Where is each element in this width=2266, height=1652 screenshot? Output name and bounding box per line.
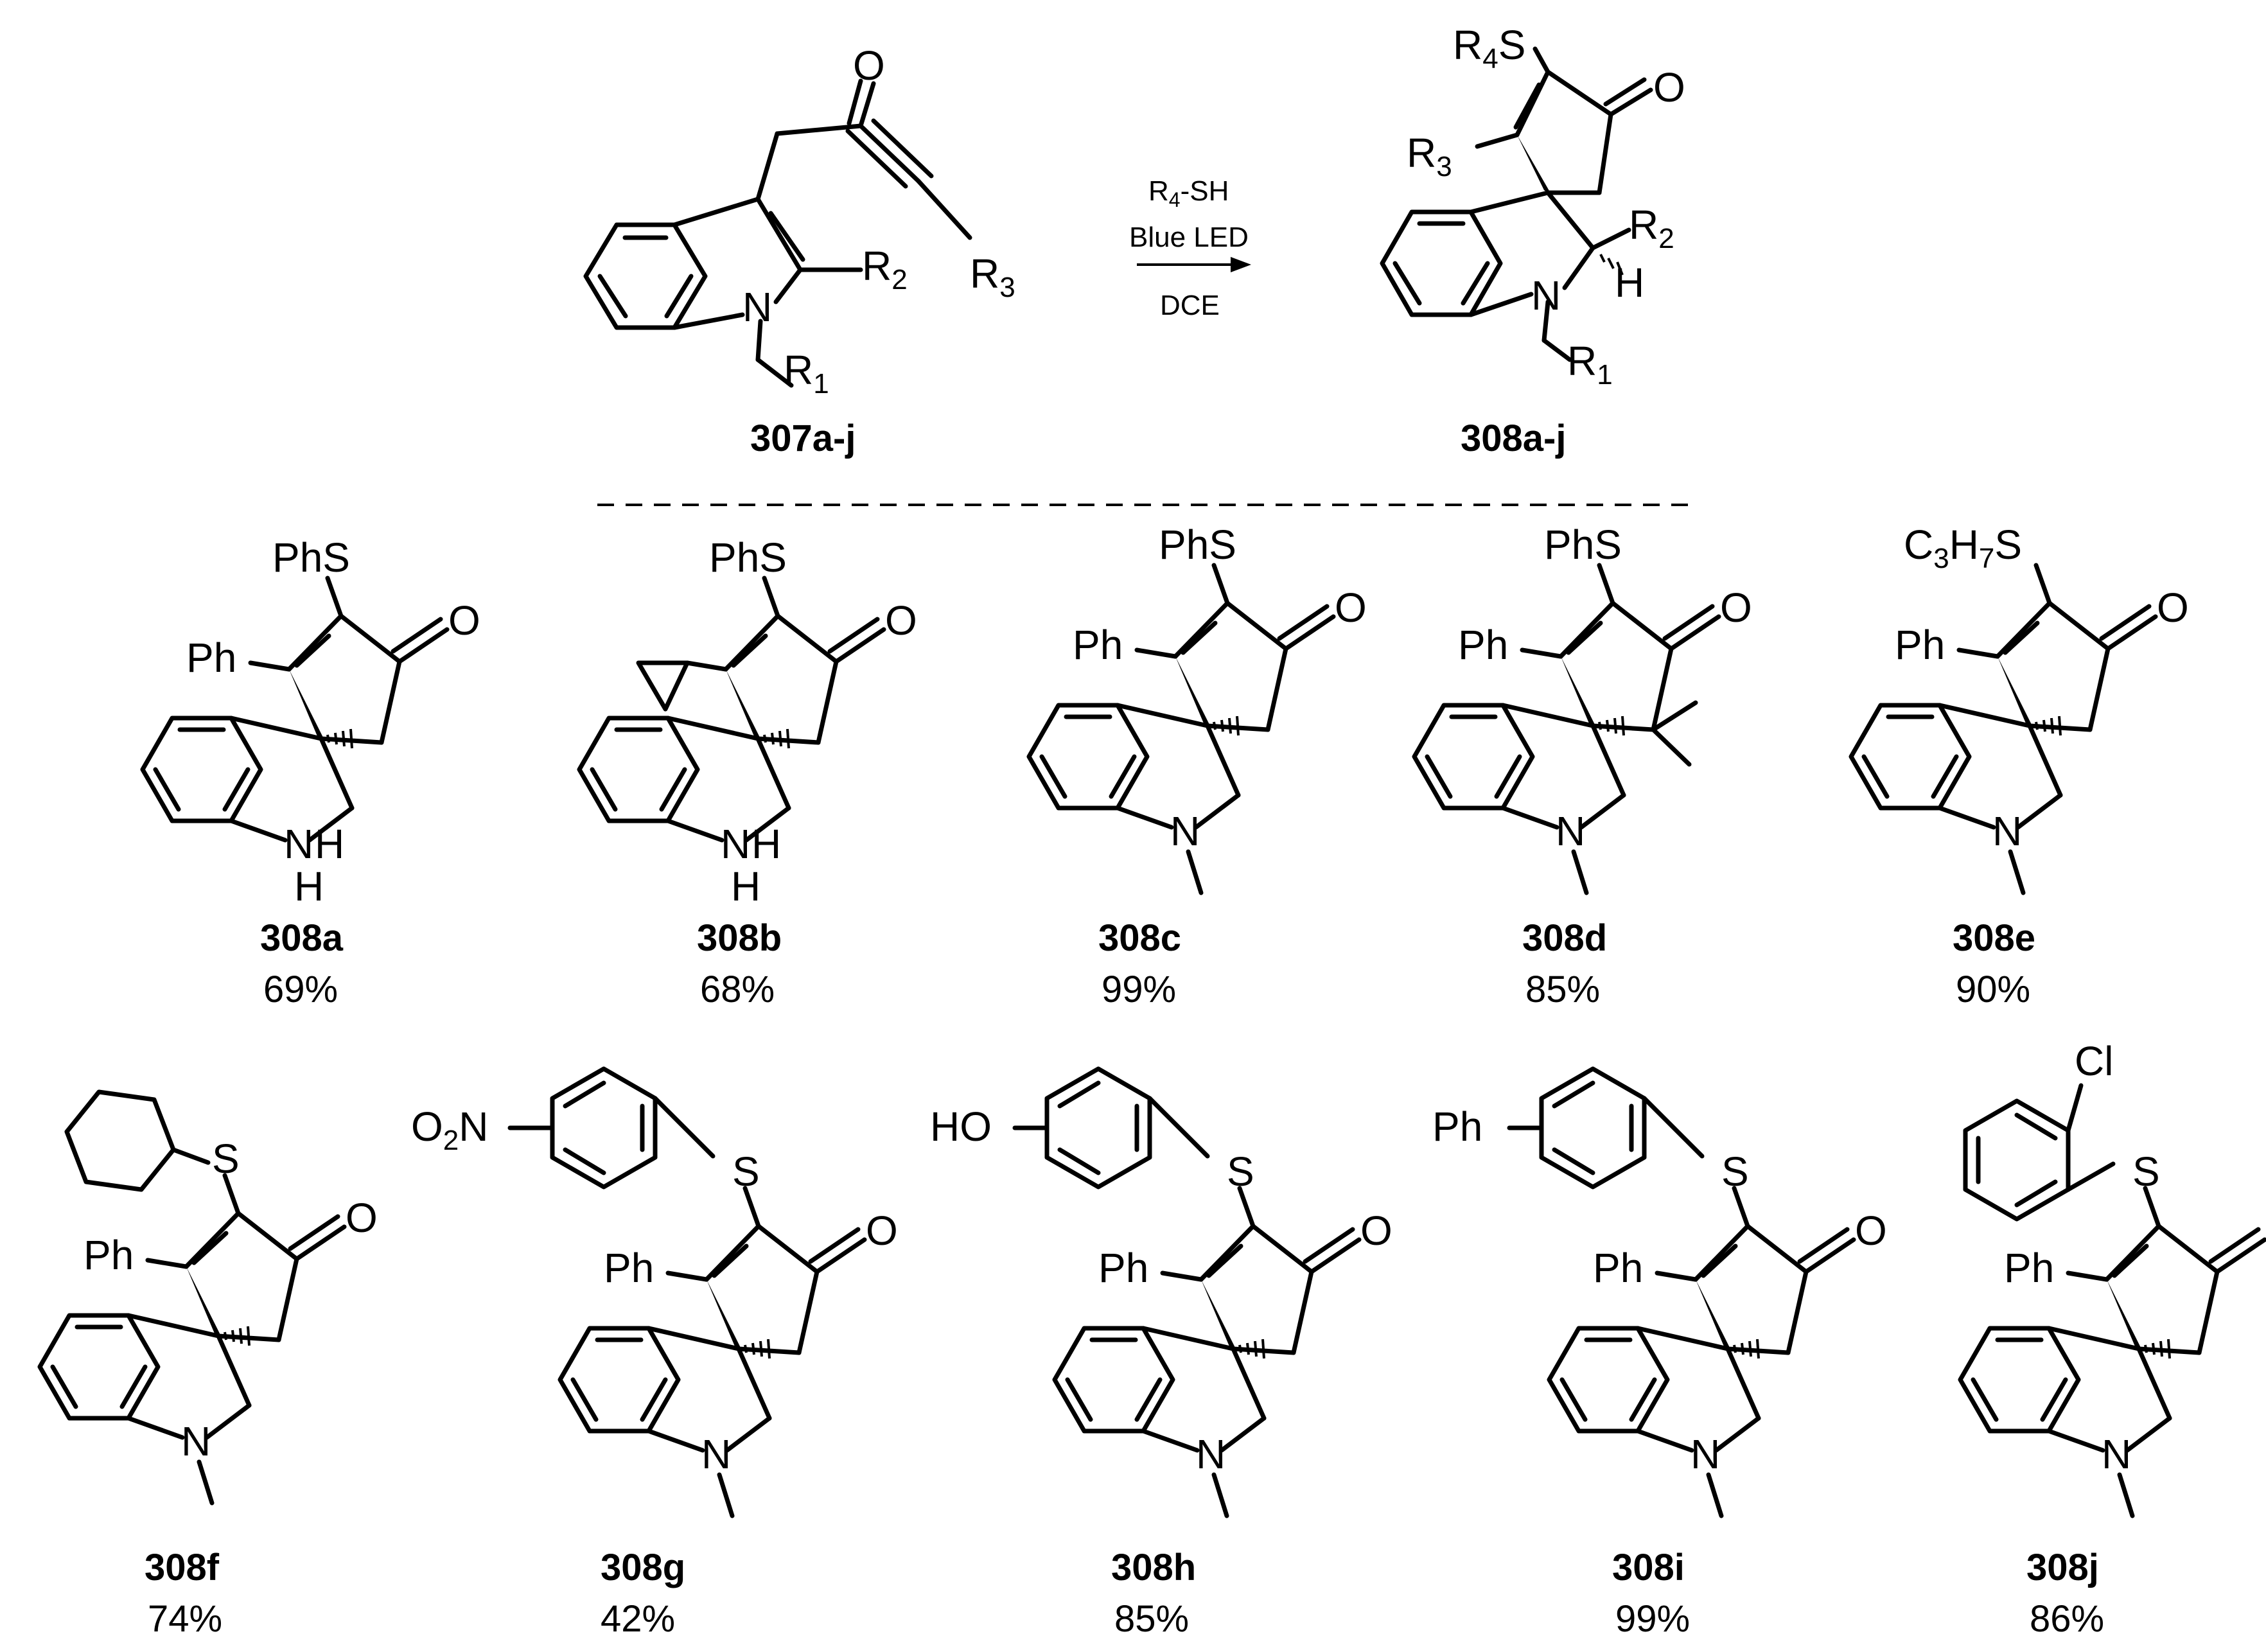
structure-308f: N Ph S (40, 1089, 378, 1506)
svg-text:N: N (1992, 808, 2022, 854)
svg-text:Ph: Ph (604, 1245, 654, 1291)
svg-text:N: N (181, 1418, 211, 1464)
svg-text:Ph: Ph (2004, 1245, 2054, 1291)
product-structure: O R4S R3 R2 H N R1 (1380, 22, 1685, 391)
structure-308e: C3H7S Ph N (1851, 522, 2189, 895)
svg-text:S: S (212, 1136, 240, 1182)
condition-reagent: R4-SH (1148, 175, 1229, 211)
label-308f: 308f (145, 1547, 220, 1588)
svg-text:O: O (1653, 64, 1685, 110)
svg-text:N: N (1196, 1431, 1225, 1477)
svg-text:R2: R2 (862, 243, 908, 295)
label-308d: 308d (1522, 917, 1607, 959)
svg-text:N: N (701, 1431, 731, 1477)
structure-308h: N Ph S HO (930, 1069, 1392, 1518)
label-308b: 308b (697, 917, 782, 959)
svg-text:H: H (731, 863, 760, 909)
svg-text:N: N (1691, 1431, 1720, 1477)
label-308i: 308i (1612, 1547, 1685, 1588)
svg-text:S: S (1227, 1148, 1254, 1195)
svg-text:PhS: PhS (1544, 522, 1622, 568)
label-308h: 308h (1111, 1547, 1196, 1588)
yield-308g: 42% (601, 1598, 675, 1640)
svg-text:PhS: PhS (272, 534, 350, 581)
label-308e: 308e (1953, 917, 2035, 959)
svg-text:PhS: PhS (1159, 522, 1236, 568)
label-308g: 308g (601, 1547, 685, 1588)
svg-text:H: H (294, 863, 324, 909)
reactant-structure: O N R2 R3 R1 (583, 42, 1015, 400)
svg-text:R1: R1 (784, 347, 829, 400)
svg-text:R1: R1 (1567, 338, 1613, 391)
condition-light: Blue LED (1129, 222, 1249, 253)
svg-text:S: S (2132, 1148, 2160, 1195)
svg-text:O2N: O2N (411, 1103, 488, 1156)
svg-text:N: N (742, 284, 772, 330)
structure-308b: PhS N H H (579, 534, 917, 909)
svg-text:C3H7S: C3H7S (1904, 522, 2022, 574)
yield-308a: 69% (263, 969, 338, 1010)
svg-text:N: N (1170, 808, 1200, 854)
svg-text:Ph: Ph (1895, 622, 1945, 668)
svg-text:Ph: Ph (1458, 622, 1508, 668)
svg-text:Ph: Ph (1073, 622, 1123, 668)
structure-308c: PhS Ph N (1029, 522, 1367, 895)
svg-text:Cl: Cl (2075, 1038, 2113, 1084)
svg-text:H: H (1615, 259, 1644, 306)
svg-text:Ph: Ph (1432, 1103, 1482, 1150)
svg-text:N: N (721, 821, 750, 867)
structure-308g: N Ph S O2N (411, 1069, 898, 1518)
yield-308d: 85% (1525, 969, 1600, 1010)
structure-308a: PhS Ph N H H (143, 534, 480, 909)
svg-text:N: N (2102, 1431, 2131, 1477)
svg-text:H: H (315, 821, 344, 867)
svg-text:H: H (751, 821, 781, 867)
svg-text:Ph: Ph (186, 635, 236, 681)
svg-text:Ph: Ph (1593, 1245, 1643, 1291)
structure-308d: PhS Ph N (1414, 522, 1752, 895)
yield-308b: 68% (700, 969, 775, 1010)
svg-text:R3: R3 (1407, 130, 1452, 182)
yield-308e: 90% (1956, 969, 2030, 1010)
svg-text:R4S: R4S (1453, 22, 1525, 75)
label-308c: 308c (1098, 917, 1181, 959)
svg-text:N: N (284, 821, 313, 867)
label-308j: 308j (2026, 1547, 2099, 1588)
reactant-label: 307a-j (750, 417, 856, 459)
svg-text:S: S (1721, 1148, 1749, 1195)
condition-solvent: DCE (1160, 290, 1220, 321)
svg-text:R2: R2 (1629, 202, 1674, 254)
svg-text:S: S (732, 1148, 760, 1195)
yield-308j: 86% (2030, 1598, 2104, 1640)
arrow-head (1231, 257, 1251, 272)
svg-text:O: O (853, 42, 885, 89)
yield-308i: 99% (1615, 1598, 1690, 1640)
yield-308c: 99% (1102, 969, 1176, 1010)
product-label: 308a-j (1461, 417, 1566, 459)
svg-text:N: N (1531, 272, 1561, 319)
yield-308f: 74% (148, 1598, 222, 1640)
label-308a: 308a (260, 917, 344, 959)
svg-text:N: N (1556, 808, 1585, 854)
structure-308j: N Ph S Cl (1960, 1038, 2266, 1518)
svg-text:Ph: Ph (83, 1232, 134, 1278)
svg-text:PhS: PhS (709, 534, 787, 581)
yield-308h: 85% (1114, 1598, 1189, 1640)
svg-text:Ph: Ph (1098, 1245, 1148, 1291)
svg-text:R3: R3 (970, 250, 1015, 303)
structure-308i: N Ph S Ph (1432, 1069, 1887, 1518)
svg-text:HO: HO (930, 1103, 992, 1150)
